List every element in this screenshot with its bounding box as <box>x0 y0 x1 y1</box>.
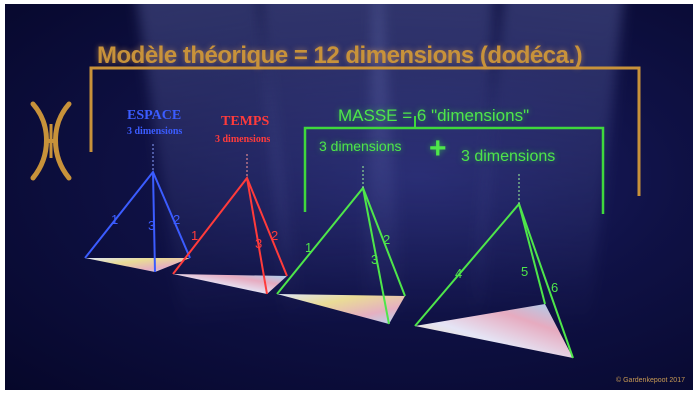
model-title: Modèle théorique = 12 dimensions (dodéca… <box>97 42 583 69</box>
espace-edge-2: 2 <box>173 212 181 227</box>
masse-right-sublabel: 3 dimensions <box>461 148 556 165</box>
title-bracket <box>89 66 641 196</box>
masse-edge-3: 3 <box>371 252 379 267</box>
image-frame: Modèle théorique = 12 dimensions (dodéca… <box>5 4 693 390</box>
espace-label: ESPACE <box>127 108 182 123</box>
plus-sign: + <box>429 132 447 165</box>
temps-edge-2: 2 <box>271 228 279 243</box>
hx-logo-icon <box>30 101 72 181</box>
masse-bracket <box>303 126 605 214</box>
masse-edge-6: 6 <box>551 280 559 295</box>
temps-edge-1: 1 <box>191 228 199 243</box>
dimension-scene <box>30 66 641 359</box>
espace-edge-3: 3 <box>148 218 156 233</box>
temps-sublabel: 3 dimensions <box>215 134 271 145</box>
masse-edge-1: 1 <box>305 240 313 255</box>
temps-edge-3: 3 <box>255 236 263 251</box>
masse-edge-5: 5 <box>521 264 529 279</box>
temps-pyramid <box>172 154 288 295</box>
espace-edge-1: 1 <box>111 212 119 227</box>
masse-label: MASSE = 6 "dimensions" <box>338 106 530 125</box>
masse-left-sublabel: 3 dimensions <box>319 138 402 154</box>
masse-edge-2: 2 <box>383 232 391 247</box>
espace-sublabel: 3 dimensions <box>127 126 183 137</box>
temps-label: TEMPS <box>221 114 270 129</box>
espace-pyramid <box>84 144 191 273</box>
copyright-text: © Gardenkepoot 2017 <box>616 377 685 384</box>
masse-left-pyramid <box>276 166 406 325</box>
masse-right-pyramid <box>414 174 574 359</box>
masse-edge-4: 4 <box>455 266 463 281</box>
